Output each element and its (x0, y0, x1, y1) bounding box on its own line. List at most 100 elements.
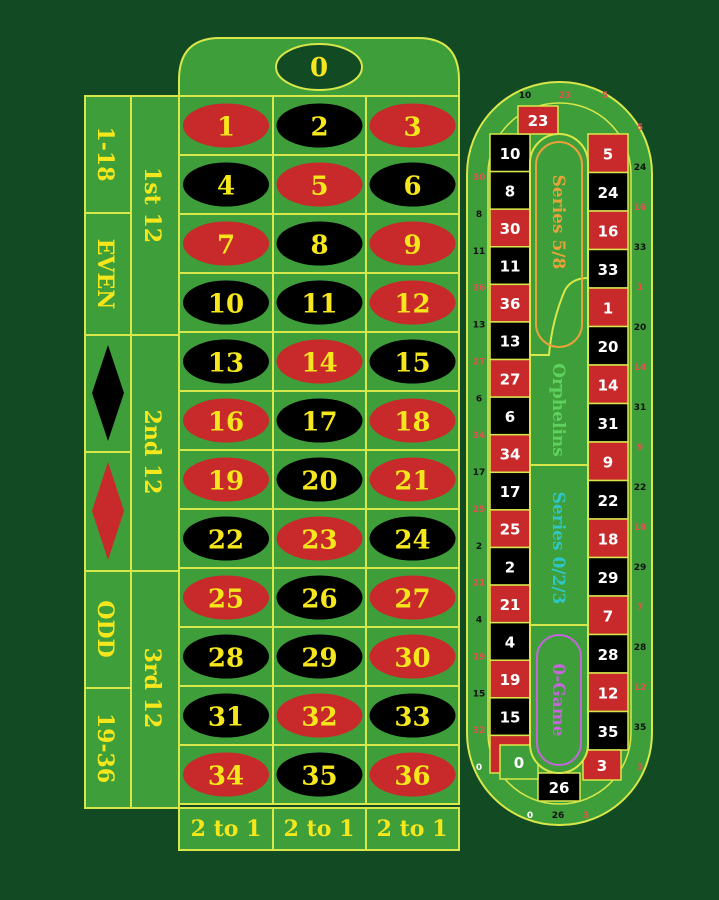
track-right-5-label: 5 (603, 145, 613, 163)
number-label-22: 22 (208, 526, 244, 556)
track-left-11[interactable] (489, 246, 531, 286)
number-oval-8 (276, 221, 363, 266)
track-top-23[interactable] (517, 105, 559, 135)
dozen-2nd-12[interactable] (130, 334, 180, 572)
number-label-20: 20 (301, 467, 337, 497)
number-oval-10 (183, 280, 269, 325)
track-left-21-label: 21 (500, 596, 521, 614)
column-bet-1[interactable] (178, 807, 274, 851)
outer-left-15: 15 (473, 689, 486, 699)
track-right-18-label: 18 (598, 530, 619, 548)
column-bet-3[interactable] (365, 807, 460, 851)
number-label-6: 6 (403, 172, 421, 202)
track-right-24-label: 24 (598, 184, 619, 202)
number-oval-33 (369, 693, 456, 738)
track-left-8-label: 8 (505, 182, 515, 200)
track-left-17-label: 17 (500, 483, 521, 501)
zero-label: 0 (310, 53, 328, 83)
zero-game-outline (536, 634, 582, 766)
outer-bottom-3: 3 (583, 811, 589, 821)
section-0-game[interactable]: 0-Game (548, 663, 568, 736)
outer-bottom-0: 0 (527, 811, 533, 821)
number-label-19: 19 (208, 467, 244, 497)
number-label-25: 25 (208, 585, 244, 615)
number-label-8: 8 (310, 231, 328, 261)
track-bottom-right-3-label: 3 (597, 757, 607, 775)
track-right-14-label: 14 (598, 376, 619, 394)
number-oval-3 (369, 103, 456, 148)
number-label-31: 31 (208, 703, 244, 733)
section-orphelins[interactable]: Orphelins (548, 363, 568, 457)
number-label-3: 3 (403, 113, 421, 143)
bet-19-36-label: 19-36 (92, 713, 118, 783)
number-oval-5 (276, 162, 363, 207)
section-series-0-2-3[interactable]: Series 0/2/3 (548, 492, 568, 605)
track-left-19-label: 19 (500, 671, 521, 689)
number-label-27: 27 (394, 585, 430, 615)
track-left-2[interactable] (489, 546, 531, 586)
track-left-17[interactable] (489, 471, 531, 511)
outer-left-34: 34 (473, 431, 486, 441)
outer-left-11: 11 (473, 247, 486, 257)
column-bet-1-label: 2 to 1 (191, 816, 262, 842)
track-left-30-label: 30 (500, 220, 521, 238)
outer-right-24: 24 (634, 163, 647, 173)
dozen-3rd-12[interactable] (130, 570, 180, 809)
track-right-14[interactable] (587, 364, 629, 405)
outer-left-21: 21 (473, 579, 486, 589)
track-right-22-label: 22 (598, 492, 619, 510)
track-right-35[interactable] (587, 710, 629, 751)
outer-top-23: 23 (559, 91, 572, 101)
number-oval-23 (276, 516, 363, 561)
number-oval-31 (183, 693, 269, 738)
track-left-15-label: 15 (500, 709, 521, 727)
red-diamond (92, 462, 124, 560)
outer-right-14: 14 (634, 363, 647, 373)
number-label-4: 4 (217, 172, 235, 202)
track-right-7[interactable] (587, 595, 629, 636)
outer-left-6: 6 (476, 394, 482, 404)
outer-right-1: 1 (637, 283, 643, 293)
track-right-35-label: 35 (598, 723, 619, 741)
section-series-5-8[interactable]: Series 5/8 (548, 175, 568, 270)
number-oval-7 (183, 221, 269, 266)
racetrack-outer-labels: 3081136132763417252214191532052416331201… (473, 91, 647, 821)
track-right-9[interactable] (587, 441, 629, 482)
number-label-28: 28 (208, 644, 244, 674)
zero-oval (275, 43, 363, 91)
number-label-11: 11 (301, 290, 337, 320)
number-oval-25 (183, 575, 269, 620)
number-oval-4 (183, 162, 269, 207)
outer-left-19: 19 (473, 652, 486, 662)
column-bet-2[interactable] (272, 807, 367, 851)
dozen-1st-12-label: 1st 12 (139, 167, 165, 243)
bet-1-18[interactable] (84, 95, 132, 214)
track-right-7-label: 7 (603, 607, 613, 625)
number-oval-29 (276, 634, 363, 679)
divider-5-8 (530, 277, 589, 356)
bet-even[interactable] (84, 212, 132, 336)
number-oval-28 (183, 634, 269, 679)
track-right-1-label: 1 (603, 299, 613, 317)
number-label-12: 12 (394, 290, 430, 320)
number-label-16: 16 (208, 408, 244, 438)
track-right-31[interactable] (587, 402, 629, 443)
racetrack-inner-outline (487, 102, 632, 805)
bet-19-36[interactable] (84, 687, 132, 809)
bet-even-label: EVEN (92, 239, 118, 310)
track-left-27-label: 27 (500, 370, 521, 388)
number-label-17: 17 (301, 408, 337, 438)
outer-left-30: 30 (473, 173, 486, 183)
track-left-8[interactable] (489, 170, 531, 210)
number-oval-22 (183, 516, 269, 561)
track-bottom-26-label: 26 (549, 779, 570, 797)
track-bottom-right-3[interactable] (582, 749, 622, 781)
track-left-10[interactable] (489, 133, 531, 173)
outer-left-8: 8 (476, 210, 482, 220)
racetrack-pockets: 1083011361327634172522141915325241633120… (489, 105, 629, 802)
number-label-2: 2 (310, 113, 328, 143)
number-oval-36 (369, 752, 456, 797)
outer-left-4: 4 (476, 616, 482, 626)
